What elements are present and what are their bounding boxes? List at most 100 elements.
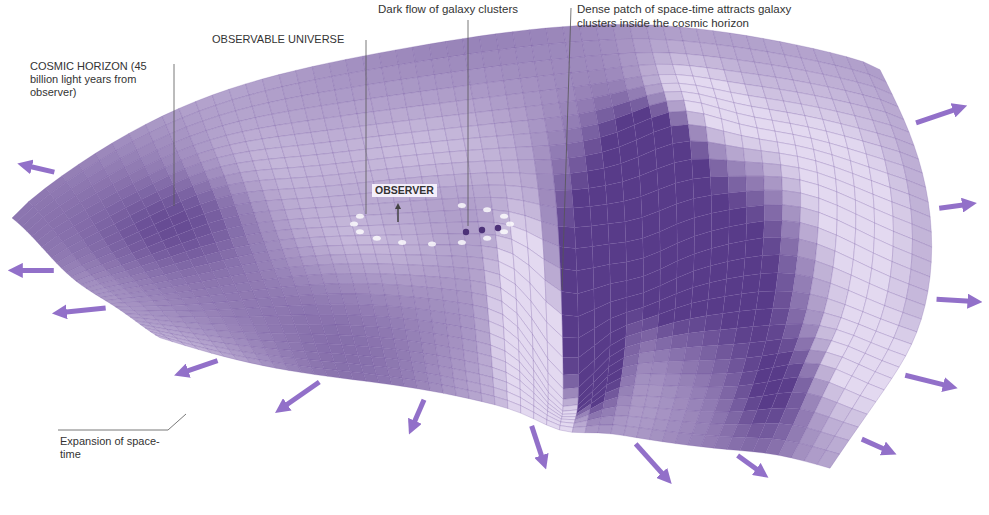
surface-cell bbox=[419, 245, 436, 256]
galaxy-cluster-dot bbox=[506, 222, 514, 227]
surface-cell bbox=[445, 127, 464, 140]
surface-cell bbox=[529, 28, 548, 46]
surface-cell bbox=[387, 94, 406, 110]
surface-cell bbox=[418, 75, 437, 92]
surface-cell bbox=[316, 207, 334, 218]
surface-cell bbox=[572, 188, 590, 208]
observer-label: OBSERVER bbox=[372, 184, 437, 197]
surface-cell bbox=[582, 40, 602, 56]
surface-cell bbox=[291, 177, 310, 188]
surface-cell bbox=[357, 112, 376, 127]
surface-cell bbox=[638, 351, 655, 364]
surface-cell bbox=[301, 155, 320, 167]
surface-cell bbox=[478, 124, 497, 138]
surface-cell bbox=[504, 79, 523, 95]
surface-cell bbox=[521, 406, 534, 419]
surface-cell bbox=[294, 188, 313, 199]
callout-label: Expansion of space-time bbox=[60, 435, 160, 461]
surface-cell bbox=[339, 284, 356, 294]
surface-cell bbox=[304, 218, 322, 228]
surface-cell bbox=[407, 105, 426, 120]
surface-cell bbox=[747, 205, 765, 223]
surface-cell bbox=[311, 130, 330, 143]
surface-cell bbox=[336, 274, 353, 284]
surface-cell bbox=[380, 338, 396, 350]
surface-cell bbox=[692, 159, 711, 179]
surface-cell bbox=[399, 224, 417, 235]
surface-cell bbox=[483, 148, 502, 161]
expansion-arrow bbox=[29, 166, 54, 172]
surface-cell bbox=[568, 57, 588, 73]
expansion-arrow bbox=[916, 109, 956, 122]
surface-cell bbox=[790, 292, 810, 310]
surface-cell bbox=[549, 144, 568, 160]
surface-cell bbox=[440, 101, 459, 116]
surface-cell bbox=[726, 258, 744, 279]
surface-cell bbox=[456, 186, 474, 199]
surface-cell bbox=[282, 146, 301, 158]
surface-cell bbox=[349, 71, 368, 88]
surface-cell bbox=[523, 91, 542, 107]
surface-cell bbox=[413, 212, 431, 224]
galaxy-cluster-dot bbox=[428, 242, 436, 247]
surface-cell bbox=[535, 60, 554, 77]
leader-line bbox=[468, 20, 469, 226]
surface-cell bbox=[558, 226, 576, 248]
surface-cell bbox=[295, 132, 314, 145]
surface-cell bbox=[568, 156, 587, 174]
surface-cell bbox=[371, 169, 390, 182]
surface-cell bbox=[334, 216, 352, 227]
surface-cell bbox=[589, 186, 607, 207]
surface-cell bbox=[423, 265, 440, 277]
surface-cell bbox=[545, 117, 564, 132]
surface-cell bbox=[347, 205, 365, 216]
surface-cell bbox=[759, 273, 778, 292]
surface-cell bbox=[747, 190, 765, 207]
surface-cell bbox=[168, 338, 186, 345]
surface-cell bbox=[518, 160, 537, 174]
surface-cell bbox=[521, 77, 540, 93]
surface-cell bbox=[559, 101, 578, 117]
surface-cell bbox=[728, 176, 746, 193]
surface-cell bbox=[485, 66, 504, 83]
surface-cell bbox=[413, 44, 432, 62]
surface-cell bbox=[633, 39, 653, 53]
surface-cell bbox=[401, 77, 420, 94]
surface-cell bbox=[547, 420, 561, 430]
surface-cell bbox=[352, 160, 371, 172]
expansion-arrow bbox=[636, 444, 664, 475]
galaxy-cluster-dot bbox=[458, 240, 466, 245]
surface-cell bbox=[511, 120, 530, 134]
surface-cell bbox=[552, 58, 571, 75]
surface-cell bbox=[339, 173, 358, 185]
surface-cell bbox=[466, 149, 485, 162]
surface-cell bbox=[390, 317, 406, 330]
surface-cell bbox=[468, 68, 487, 85]
surface-cell bbox=[566, 41, 586, 58]
surface-cell bbox=[310, 237, 328, 247]
surface-cell bbox=[361, 315, 377, 327]
surface-cell bbox=[592, 244, 609, 268]
surface-cell bbox=[313, 197, 332, 208]
surface-cell bbox=[535, 160, 554, 175]
surface-cell bbox=[666, 361, 684, 374]
surface-cell bbox=[742, 274, 761, 294]
surface-cell bbox=[393, 120, 412, 134]
surface-cell bbox=[708, 142, 727, 160]
surface-cell bbox=[761, 151, 781, 165]
surface-cell bbox=[368, 158, 387, 171]
surface-cell bbox=[729, 191, 747, 210]
surface-cell bbox=[335, 87, 354, 103]
surface-cell bbox=[403, 378, 418, 388]
surface-cell bbox=[395, 274, 412, 286]
expansion-arrow bbox=[939, 205, 965, 208]
surface-cell bbox=[605, 182, 623, 204]
surface-cell bbox=[616, 39, 636, 54]
surface-cell bbox=[442, 385, 456, 396]
surface-cell bbox=[305, 106, 324, 121]
surface-cell bbox=[494, 396, 508, 408]
surface-cell bbox=[607, 201, 625, 224]
surface-cell bbox=[649, 374, 666, 386]
surface-cell bbox=[723, 294, 742, 314]
surface-cell bbox=[473, 97, 492, 112]
